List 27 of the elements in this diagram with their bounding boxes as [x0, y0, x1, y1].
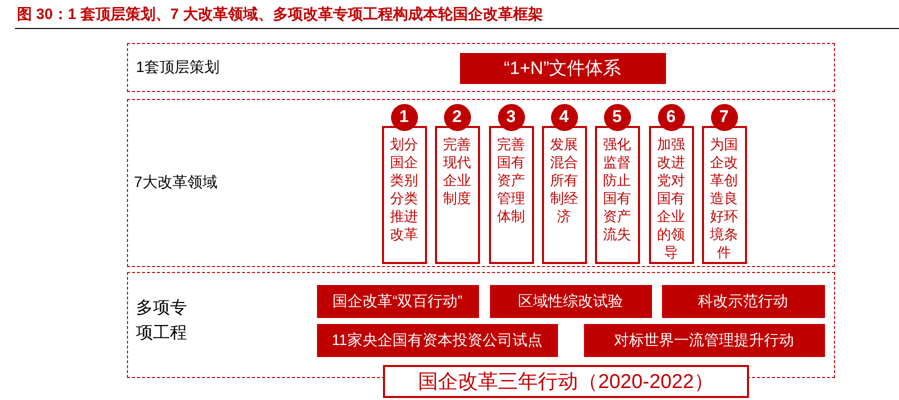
number-circle: 7 — [710, 104, 738, 130]
project-box: 11家央企国有资本投资公司试点 — [316, 324, 558, 356]
reform-area-box: 为国企改革创造良好环境条件 — [702, 126, 746, 264]
reform-area-box: 强化监督防止国有资产流失 — [594, 126, 640, 264]
reform-area-box: 加强改进党对国有企业的领导 — [648, 126, 694, 264]
frame-heading: 7大改革领域 — [134, 173, 218, 193]
number-circle: 3 — [498, 104, 524, 130]
number-circle: 2 — [444, 104, 470, 130]
document-system-box: “1+N”文件体系 — [460, 52, 666, 84]
reform-area-box: 完善现代企业制度 — [434, 126, 480, 264]
project-box: 科改示范行动 — [662, 284, 824, 318]
figure-title: 图 30：1 套顶层策划、7 大改革领域、多项改革专项工程构成本轮国企改革框架 — [17, 5, 543, 25]
reform-area-box: 划分国企类别分类推进改革 — [382, 126, 426, 264]
number-circle: 1 — [390, 104, 418, 130]
number-circle: 4 — [550, 104, 578, 130]
frame-heading: 1套顶层策划 — [136, 58, 220, 78]
number-circle: 5 — [604, 104, 630, 130]
dashed-frame — [127, 43, 835, 92]
project-box: 区域性综改试验 — [490, 284, 652, 318]
project-box: 对标世界一流管理提升行动 — [584, 324, 824, 356]
three-year-action-box: 国企改革三年行动（2020-2022） — [383, 365, 749, 398]
reform-area-box: 完善国有资产管理体制 — [488, 126, 534, 264]
reform-area-box: 发展混合所有制经济 — [542, 126, 586, 264]
dashed-frame — [127, 99, 835, 267]
frame-heading: 多项专项工程 — [136, 297, 188, 344]
project-box: 国企改革“双百行动” — [316, 284, 478, 318]
number-circle: 6 — [658, 104, 684, 130]
